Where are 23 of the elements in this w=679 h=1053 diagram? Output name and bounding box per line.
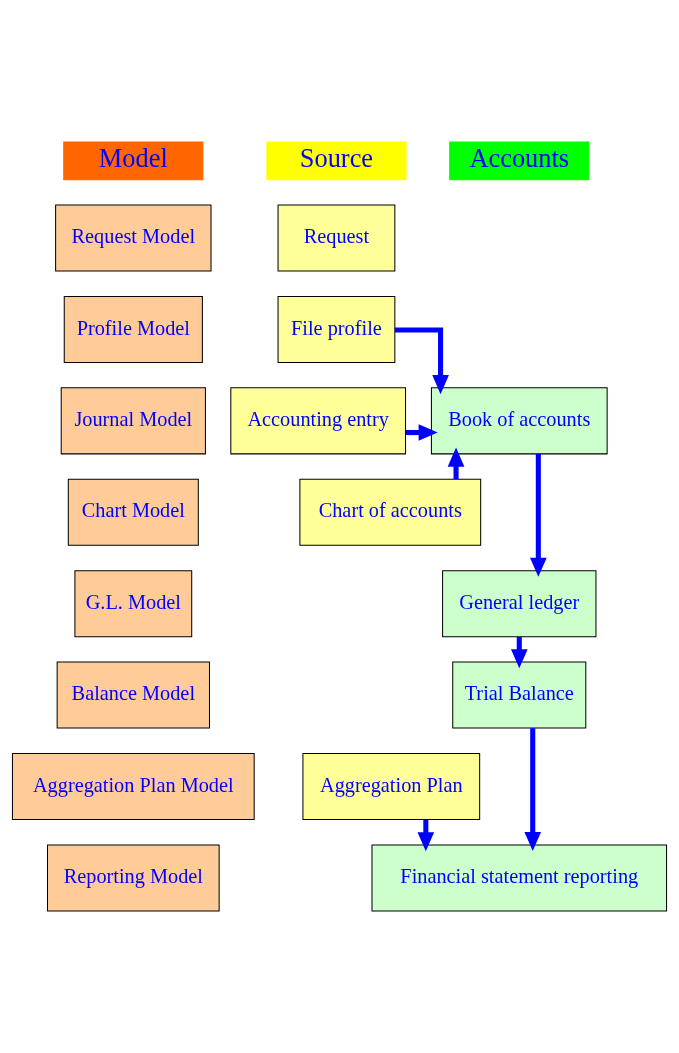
node-box: Book of accounts	[430, 387, 608, 455]
node-box: Accounting entry	[230, 387, 407, 455]
node-box: Chart Model	[67, 478, 199, 546]
node-box: File profile	[277, 295, 396, 363]
node-box: Model	[63, 141, 204, 181]
arrow	[530, 454, 547, 577]
node-box: G.L. Model	[74, 570, 193, 638]
node-box: Reporting Model	[47, 844, 220, 912]
node-box: Request	[277, 204, 396, 272]
arrow	[524, 728, 542, 852]
node-box: Profile Model	[63, 295, 203, 363]
node-box: Trial Balance	[452, 661, 587, 729]
node-box: Request Model	[55, 204, 212, 272]
node-box: General ledger	[442, 570, 597, 638]
node-box: Source	[266, 141, 407, 181]
node-box: Financial statement reporting	[371, 844, 668, 912]
node-box: Aggregation Plan	[302, 753, 481, 821]
node-box: Chart of accounts	[299, 478, 482, 546]
arrow	[394, 327, 449, 395]
node-box: Accounts	[449, 141, 590, 181]
node-box: Balance Model	[56, 661, 210, 729]
node-box: Journal Model	[60, 387, 206, 455]
node-box: Aggregation Plan Model	[11, 753, 255, 821]
